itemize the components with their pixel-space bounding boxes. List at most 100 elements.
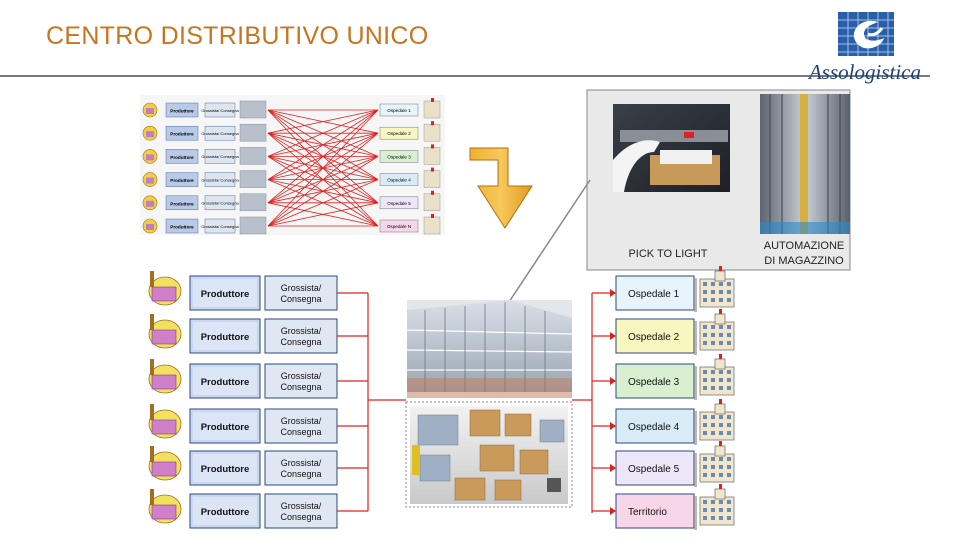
small-hospital-label: Ospedale 5 [387,201,411,206]
small-wholesaler-box [204,218,236,234]
small-route-line [267,109,379,204]
small-hospital-box [379,150,419,163]
small-hospital-label: Ospedale 1 [387,108,411,113]
producer-box [189,493,261,529]
producer-label: Produttore [201,332,250,343]
wholesaler-box [264,318,338,354]
factory-chimney-icon [150,314,154,330]
arrowhead-icon [610,507,616,515]
hospital-flag-icon [719,399,722,404]
hospital-building-icon [423,216,441,235]
small-wholesaler-box [204,125,236,141]
small-wholesaler-label: Grossista/ Consegna [201,224,239,229]
hospital-building-icon [423,147,441,165]
producer-box [189,408,261,444]
destination-label: Ospedale 5 [628,464,680,475]
small-producer-label: Produttore [170,155,194,160]
hospital-building-icon [423,170,441,188]
small-warehouse-icon [239,193,267,212]
wholesaler-label-line2: Consegna [280,382,321,392]
small-wholesaler-box [204,102,236,118]
warehouse-automation-photo [760,94,850,234]
hospital-flag-icon [719,309,722,314]
small-producer-label: Produttore [170,132,194,137]
photo-panel: PICK TO LIGHT AUTOMAZIONE DI MAGAZZINO [586,89,851,271]
logo-wordmark: Assologistica [808,60,921,84]
hospital-flag-icon [719,266,722,271]
small-route-line [267,109,379,180]
factory-chimney-icon [150,489,154,505]
small-producer-label: Produttore [170,201,194,206]
factory-chimney-icon [150,271,154,287]
small-route-line [267,156,379,227]
small-route-line [267,109,379,134]
inbound-connectors [367,293,406,511]
wholesaler-label-line2: Consegna [280,512,321,522]
small-wholesaler-box [204,172,236,187]
wholesaler-label-line1: Grossista/ [281,326,322,336]
small-route-line [267,179,379,227]
small-wholesaler-label: Grossista/ Consegna [201,177,239,182]
pick-to-light-photo [613,104,730,192]
factory-chimney-icon [150,359,154,375]
destination-row: Ospedale 1 [592,266,735,312]
callout-connector [506,179,591,306]
small-warehouse-icon [239,123,267,142]
destination-box [615,450,695,486]
small-producer-label: Produttore [170,178,194,183]
small-hospital-box [379,196,419,210]
small-wholesaler-label: Grossista/ Consegna [201,154,239,159]
hospital-flag-icon [431,144,434,149]
arrowhead-icon [610,289,616,297]
destination-box [615,363,695,399]
hospital-flag-icon [719,354,722,359]
producer-box [189,363,261,399]
arrowhead-icon [610,332,616,340]
title-divider [0,75,930,77]
small-warehouse-icon [239,170,267,188]
small-warehouse-icon [239,216,267,235]
hospital-flag-icon [431,98,434,102]
assologistica-logo: Assologistica [800,12,930,86]
factory-icon-body [151,504,177,520]
destination-box [615,408,695,444]
slide-title: CENTRO DISTRIBUTIVO UNICO [46,22,429,50]
destination-label: Ospedale 4 [628,422,680,433]
hospital-flag-icon [431,167,434,172]
factory-icon-body [146,224,154,230]
wholesaler-label-line2: Consegna [280,469,321,479]
small-wholesaler-box [204,195,236,211]
hospital-flag-icon [431,214,434,218]
small-warehouse-icon [239,147,267,165]
small-hospital-label: Ospedale N [387,224,411,229]
small-wholesaler-label: Grossista/ Consegna [201,201,239,206]
hospital-flag-icon [719,441,722,446]
wholesaler-label-line2: Consegna [280,427,321,437]
small-hospital-box [379,173,419,186]
producer-box [189,275,261,311]
wholesaler-box [264,493,338,529]
factory-icon-body [151,419,177,435]
destination-box [615,493,695,529]
outbound-connectors [572,293,593,513]
automation-caption-line1: AUTOMAZIONE [764,240,844,252]
factory-icon-body [146,177,154,184]
factory-icon-body [146,154,154,161]
hospital-flag-icon [719,484,722,489]
small-producer-box [165,172,199,187]
small-producer-box [165,149,199,164]
producer-label: Produttore [201,289,250,300]
wholesaler-label-line1: Grossista/ [281,416,322,426]
automation-caption-line2: DI MAGAZZINO [764,255,844,267]
destination-row: Ospedale 2 [592,309,735,355]
small-producer-label: Produttore [170,225,194,230]
destination-label: Ospedale 2 [628,332,680,343]
wholesaler-box [264,408,338,444]
central-warehouse-photo [406,300,573,398]
